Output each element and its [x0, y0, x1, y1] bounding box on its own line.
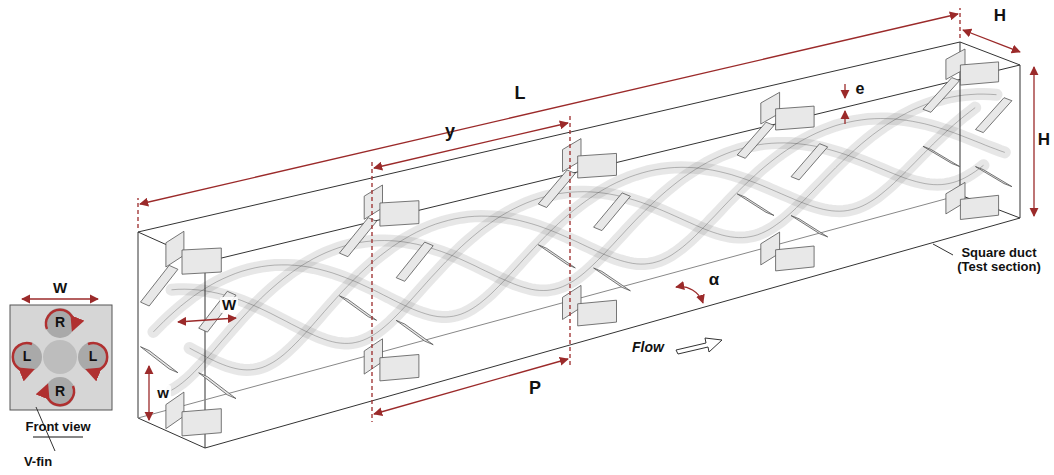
v-fin: [594, 193, 631, 231]
dimension-arrow: [148, 366, 149, 420]
v-fin: [791, 144, 828, 180]
square-duct: [138, 42, 1020, 448]
dimension-arrow: [844, 84, 845, 98]
v-fin: [182, 248, 221, 274]
v-fin: [199, 373, 236, 399]
v-fin: [339, 218, 376, 257]
vortex-region: [45, 308, 75, 338]
dimension-label: W: [220, 297, 238, 314]
swirl-flow: [153, 94, 1004, 390]
v-fin: [594, 268, 631, 291]
v-fin: [396, 242, 433, 281]
flow-arrow: [676, 338, 722, 354]
rotation-label: L: [89, 349, 98, 364]
dimension-arrow: [1033, 67, 1034, 216]
dimension-label: L: [515, 84, 526, 104]
leader-line: [933, 244, 953, 255]
front-view-box: [10, 305, 112, 410]
dimensions: [138, 8, 1034, 422]
v-fin: [141, 347, 178, 373]
angle-label: α: [707, 271, 721, 290]
v-fin: [737, 122, 774, 158]
angle-arc: [676, 287, 703, 303]
v-fin: [960, 195, 998, 219]
v-fin: [960, 62, 998, 85]
core-region: [43, 340, 77, 374]
dimension-arrow: [374, 359, 568, 414]
rotation-label: L: [23, 349, 32, 364]
dimension-label: y: [445, 122, 455, 142]
duct-edge: [205, 218, 1020, 448]
extension-line: [137, 198, 138, 228]
front-view: [10, 299, 112, 451]
v-fin: [737, 194, 774, 216]
v-fin: [976, 167, 1012, 187]
vortex-region: [12, 342, 42, 372]
v-fin: [396, 320, 433, 344]
dimension-label: P: [529, 379, 541, 399]
v-fin: [578, 153, 617, 178]
dimension-label: H: [994, 7, 1006, 26]
view-caption: Front view: [25, 420, 90, 434]
vortex-region: [45, 377, 75, 407]
v-fin: [339, 296, 376, 321]
underline: [33, 436, 83, 437]
rotation-label: R: [55, 384, 65, 399]
swirl-band: [153, 108, 975, 332]
swirl-line: [153, 108, 975, 332]
dimension-arrow: [22, 298, 98, 299]
dimension-label: H: [1038, 131, 1050, 150]
dimension-arrow: [374, 123, 568, 168]
vortex-region: [78, 342, 108, 372]
rotation-arrow: [88, 343, 107, 371]
v-fin: [776, 106, 815, 130]
dimension-label: e: [854, 80, 867, 98]
v-fin: [923, 78, 960, 113]
dimension-arrow: [178, 318, 236, 322]
duct-edge: [138, 42, 960, 232]
flow-label: Flow: [632, 340, 664, 355]
extension-line: [569, 116, 570, 366]
v-fin: [578, 300, 617, 326]
v-fin: [380, 355, 419, 381]
v-fin: [166, 231, 184, 267]
dimension-label: w: [155, 385, 171, 402]
part-label: V-fin: [24, 455, 52, 469]
v-fin: [791, 216, 828, 237]
extension-line: [959, 8, 960, 38]
part-label: Square duct (Test section): [947, 246, 1051, 275]
duct-edge: [138, 195, 960, 418]
v-fin: [182, 409, 221, 436]
dimension-arrow: [844, 111, 845, 124]
rotation-label: R: [55, 315, 65, 330]
v-fin: [976, 98, 1012, 133]
rotation-arrow: [13, 343, 32, 371]
dimension-arrow: [963, 30, 1020, 52]
dimension-arrow: [140, 14, 958, 204]
v-fin: [923, 146, 960, 166]
extension-line: [371, 162, 372, 422]
v-fin: [776, 246, 815, 271]
v-fin: [380, 201, 419, 226]
v-fin: [141, 265, 178, 306]
duct-outlet-face: [960, 42, 1020, 218]
v-fins: [141, 49, 1012, 436]
dimension-label: W: [53, 280, 67, 297]
